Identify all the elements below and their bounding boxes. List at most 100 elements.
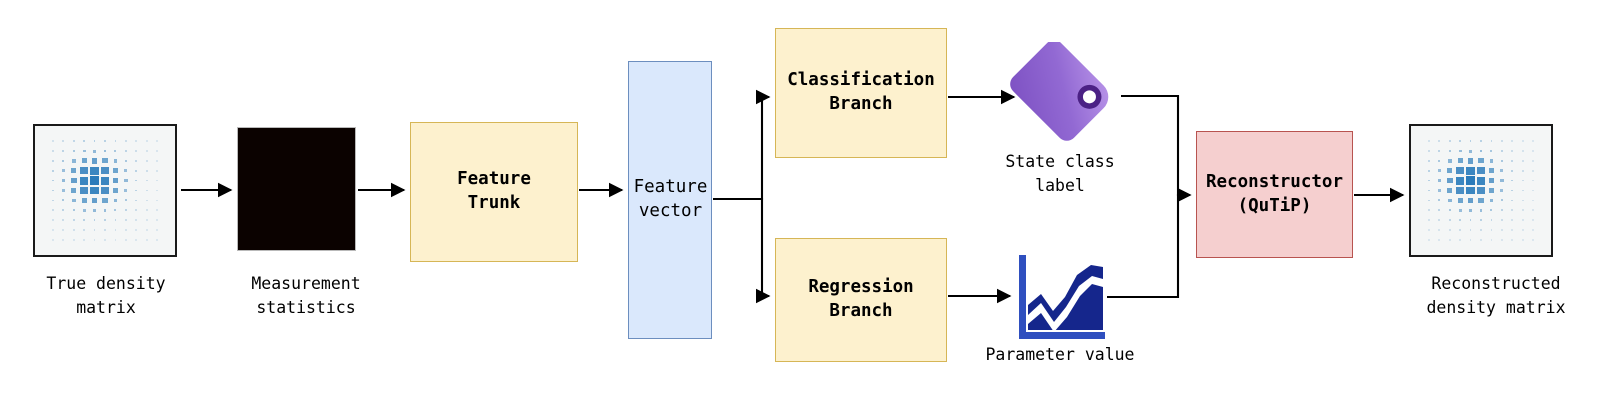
density-cell xyxy=(48,146,58,156)
density-square xyxy=(1438,229,1441,231)
density-square xyxy=(1468,208,1473,212)
density-square xyxy=(102,197,108,203)
density-cell xyxy=(121,235,131,245)
density-square xyxy=(1447,188,1453,193)
density-cell xyxy=(1528,205,1538,215)
density-square xyxy=(1427,140,1430,143)
density-cell xyxy=(1424,205,1434,215)
density-square xyxy=(1448,238,1451,241)
density-cell xyxy=(100,146,110,156)
density-square xyxy=(1446,177,1453,184)
node-feature-vector[interactable]: Feature vector xyxy=(628,61,712,339)
density-square xyxy=(1511,199,1514,202)
density-square xyxy=(1490,238,1493,241)
density-square xyxy=(145,170,148,172)
density-cell xyxy=(48,156,58,166)
density-cell xyxy=(1424,186,1434,196)
density-cell xyxy=(110,156,120,166)
density-cell xyxy=(142,166,152,176)
density-cell xyxy=(121,156,131,166)
density-square xyxy=(92,149,97,153)
node-classification-branch[interactable]: Classification Branch xyxy=(775,28,947,158)
density-cell xyxy=(68,205,78,215)
density-cell xyxy=(79,205,89,215)
density-cell xyxy=(1434,225,1444,235)
density-cell xyxy=(1465,195,1475,205)
density-cell xyxy=(89,186,99,196)
density-cell xyxy=(1434,195,1444,205)
density-cell xyxy=(1465,136,1475,146)
density-cell xyxy=(1518,186,1528,196)
density-square xyxy=(1500,199,1503,202)
density-square xyxy=(72,209,75,212)
density-square xyxy=(1478,197,1484,203)
density-cell xyxy=(1486,225,1496,235)
density-square xyxy=(135,160,138,162)
density-cell xyxy=(142,176,152,186)
density-square xyxy=(156,140,158,143)
density-cell xyxy=(110,176,120,186)
density-cell xyxy=(1497,186,1507,196)
density-cell xyxy=(1528,136,1538,146)
density-cell xyxy=(1465,205,1475,215)
density-cell xyxy=(68,176,78,186)
density-cell xyxy=(1518,205,1528,215)
density-square xyxy=(114,229,117,231)
density-cell xyxy=(48,195,58,205)
density-cell xyxy=(1507,195,1517,205)
density-cell xyxy=(110,225,120,235)
density-cell xyxy=(121,146,131,156)
node-feature-trunk[interactable]: Feature Trunk xyxy=(410,122,578,262)
density-square xyxy=(51,229,54,231)
density-square xyxy=(1457,197,1463,203)
density-square xyxy=(1437,179,1441,183)
density-cell xyxy=(152,176,162,186)
density-square xyxy=(61,189,65,192)
density-square xyxy=(1490,229,1493,231)
density-square xyxy=(1511,229,1514,231)
density-square xyxy=(1501,229,1503,231)
density-square xyxy=(1476,176,1486,185)
density-cell xyxy=(1465,186,1475,196)
density-cell xyxy=(1455,186,1465,196)
density-cell xyxy=(1424,225,1434,235)
density-square xyxy=(80,167,88,175)
density-cell xyxy=(1486,205,1496,215)
density-square xyxy=(1501,238,1503,241)
reconstructed-density-matrix-image xyxy=(1409,124,1553,257)
density-square xyxy=(1459,229,1461,231)
density-cell xyxy=(1528,195,1538,205)
density-square xyxy=(145,160,148,162)
node-regression-branch-label: Regression Branch xyxy=(808,277,914,321)
node-reconstructor[interactable]: Reconstructor (QuTiP) xyxy=(1196,131,1353,258)
density-square xyxy=(1532,189,1534,192)
node-regression-branch[interactable]: Regression Branch xyxy=(775,238,947,362)
density-square xyxy=(1511,179,1514,182)
density-cell xyxy=(89,146,99,156)
density-cell xyxy=(58,136,68,146)
density-square xyxy=(114,150,117,153)
edge-vector-to-classification xyxy=(713,89,771,201)
density-cell xyxy=(1497,146,1507,156)
density-square xyxy=(1447,159,1452,163)
density-cell xyxy=(79,186,89,196)
density-square xyxy=(1489,159,1494,163)
density-cell xyxy=(1434,166,1444,176)
density-cell xyxy=(1434,235,1444,245)
density-cell xyxy=(1465,235,1475,245)
density-cell xyxy=(1476,195,1486,205)
density-square xyxy=(145,229,148,231)
density-cell xyxy=(131,195,141,205)
density-square xyxy=(1467,158,1474,164)
density-square xyxy=(1458,208,1462,212)
density-cell xyxy=(48,225,58,235)
density-square xyxy=(72,229,75,231)
density-square xyxy=(1521,209,1524,211)
density-cell xyxy=(1486,195,1496,205)
density-square xyxy=(1427,160,1430,162)
node-reconstructor-label: Reconstructor (QuTiP) xyxy=(1206,171,1343,216)
density-cell xyxy=(100,136,110,146)
density-square xyxy=(82,149,86,153)
density-square xyxy=(83,140,85,143)
density-square xyxy=(1501,140,1503,143)
